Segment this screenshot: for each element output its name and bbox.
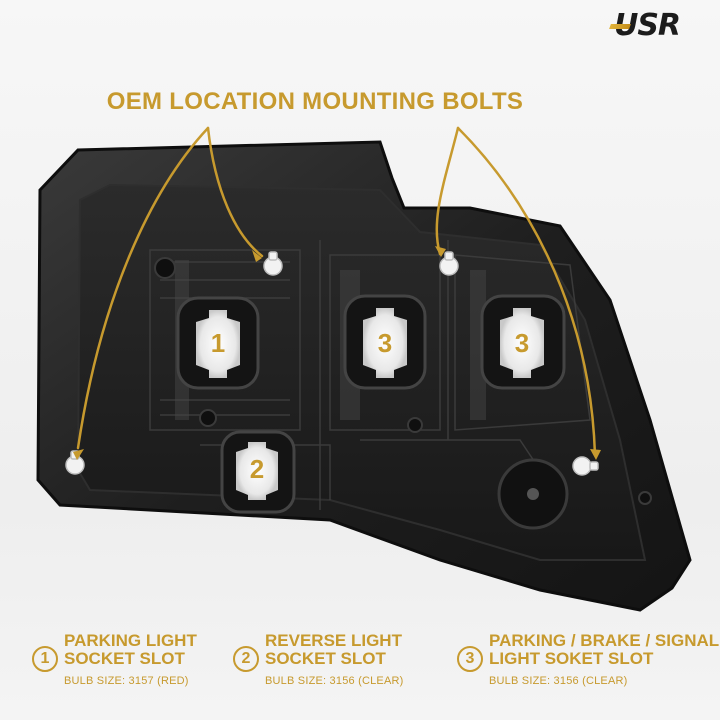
legend-bulb-size: BULB SIZE: 3156 (CLEAR) [489, 675, 628, 687]
legend-title-line: PARKING LIGHT [64, 631, 197, 650]
mounting-bolt [263, 251, 283, 276]
socket-2-hole [236, 442, 278, 500]
legend-title-line: REVERSE LIGHT [265, 631, 402, 650]
socket-holes [196, 308, 544, 500]
socket-label: 3 [515, 328, 529, 358]
legend-title-line: PARKING / BRAKE / SIGNAL [489, 631, 720, 650]
socket-3a-hole [363, 308, 407, 378]
legend-title: PARKING / BRAKE / SIGNAL LIGHT SOKET SLO… [489, 632, 719, 668]
legend-bulb-size: BULB SIZE: 3156 (CLEAR) [265, 675, 404, 687]
headline-mounting-bolts: OEM LOCATION MOUNTING BOLTS [106, 88, 524, 115]
legend-number-badge: 3 [457, 646, 483, 672]
socket-label: 3 [378, 328, 392, 358]
legend-title: PARKING LIGHT SOCKET SLOT [64, 632, 197, 668]
socket-label: 1 [211, 328, 225, 358]
callout-arrows [76, 126, 597, 457]
legend-item-parking-brake-signal: 3 PARKING / BRAKE / SIGNAL LIGHT SOKET S… [457, 632, 719, 702]
legend-bulb-size: BULB SIZE: 3157 (RED) [64, 675, 189, 687]
screw-bosses [154, 257, 652, 505]
legend-item-reverse-light: 2 REVERSE LIGHT SOCKET SLOT BULB SIZE: 3… [233, 632, 443, 702]
legend-item-parking-light: 1 PARKING LIGHT SOCKET SLOT BULB SIZE: 3… [32, 632, 232, 702]
mounting-bolt [439, 251, 459, 276]
mounting-bolt [572, 456, 599, 476]
mounting-bolts [65, 251, 599, 476]
legend-number-badge: 2 [233, 646, 259, 672]
socket-1-hole [196, 310, 240, 378]
socket-label: 2 [250, 454, 264, 484]
legend-title-line: SOCKET SLOT [64, 649, 185, 668]
legend-title-line: LIGHT SOKET SLOT [489, 649, 654, 668]
legend-number-badge: 1 [32, 646, 58, 672]
legend-title: REVERSE LIGHT SOCKET SLOT [265, 632, 402, 668]
usr-logo: USR [598, 8, 696, 43]
socket-3b-hole [500, 308, 544, 378]
legend-title-line: SOCKET SLOT [265, 649, 386, 668]
callout-arrowheads [73, 246, 601, 460]
socket-number-labels: 1 3 3 2 [211, 328, 529, 484]
